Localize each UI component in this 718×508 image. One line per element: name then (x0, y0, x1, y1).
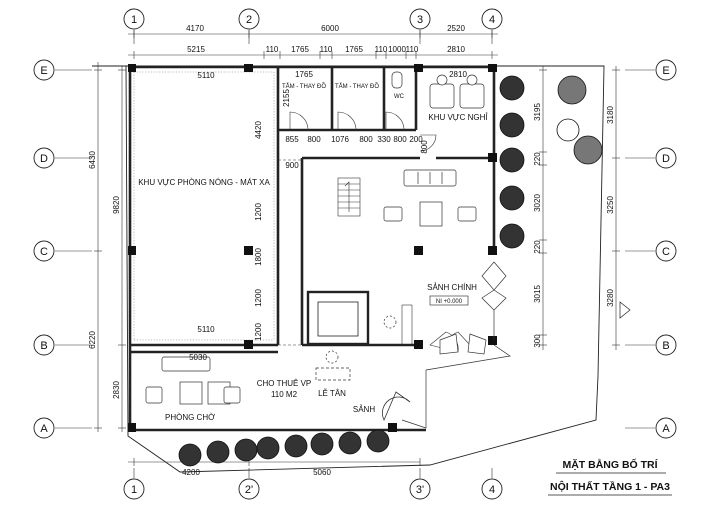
dimension-label: 9820 (112, 196, 121, 214)
room-label-changing: TẮM - THAY ĐỒ (335, 82, 379, 90)
landscape-trees (178, 75, 603, 467)
title-line-1: MẶT BẰNG BỐ TRÍ (562, 457, 658, 471)
grid-label-col-top: 2 (246, 14, 252, 26)
grid-label-row-left: B (40, 340, 47, 352)
dimension-label: 110 (406, 45, 419, 54)
dimension-label: 110 (375, 45, 388, 54)
dimension-label: 2810 (449, 70, 467, 79)
dimension-label: 1765 (345, 45, 363, 54)
room-labels: KHU VỰC PHÒNG NÓNG - MÁT XA TẮM - THAY Đ… (138, 82, 488, 422)
room-label-office-area: 110 M2 (271, 390, 298, 399)
dimension-label: 800 (393, 135, 407, 144)
dimension-label: 900 (285, 161, 299, 170)
dimension-label: 1200 (254, 203, 263, 221)
dimension-label: 1765 (295, 70, 313, 79)
dimension-label: 6220 (88, 331, 97, 349)
dimension-label: 4200 (182, 468, 200, 477)
dimension-label: 200 (409, 135, 423, 144)
grid-label-col-bottom: 1 (131, 484, 137, 496)
dimension-label: 2830 (112, 381, 121, 399)
title-line-2: NỘI THẤT TẦNG 1 - PA3 (550, 480, 670, 493)
section-marker (619, 301, 631, 319)
staircase (337, 177, 361, 217)
room-label-wc: WC (394, 94, 405, 100)
grid-label-row-right: B (662, 340, 669, 352)
grid-label-col-top: 3 (417, 14, 423, 26)
room-label-rest: KHU VỰC NGHỈ (428, 113, 488, 122)
level-tag-text: NI +0.000 (436, 299, 463, 305)
title-block: MẶT BẰNG BỐ TRÍ NỘI THẤT TẦNG 1 - PA3 (548, 457, 672, 496)
interior-dimensions: 5110 5110 5030 1765 2810 2155 4420 900 8… (189, 70, 467, 362)
grid-bubbles (33, 8, 677, 500)
dimension-label: 5060 (313, 468, 331, 477)
dimension-label: 1765 (291, 45, 309, 54)
dimension-label: 6000 (321, 24, 339, 33)
dimension-label: 800 (359, 135, 373, 144)
dimension-label: 800 (420, 140, 429, 154)
dimension-label: 1200 (254, 289, 263, 307)
dimension-label: 300 (533, 334, 542, 348)
site-boundary (92, 65, 605, 473)
dimension-label: 330 (377, 135, 391, 144)
grid-label-row-left: D (40, 153, 48, 165)
dimension-label: 6430 (88, 151, 97, 169)
elevator-shaft (306, 290, 370, 346)
room-label-changing: TẮM - THAY ĐỒ (282, 82, 326, 90)
dimension-label: 1800 (254, 248, 263, 266)
room-label-hall: SẢNH (353, 405, 375, 414)
dimension-label: 3180 (606, 106, 615, 124)
dimension-label: 3250 (606, 196, 615, 214)
dimension-label: 1000 (388, 45, 406, 54)
grid-label-col-bottom: 4 (489, 484, 495, 496)
grid-label-row-right: E (662, 65, 669, 77)
dimension-label: 1076 (331, 135, 349, 144)
dimension-label: 2810 (447, 45, 465, 54)
dimension-label: 1200 (254, 323, 263, 341)
grid-label-row-left: C (40, 246, 48, 258)
dimension-lines (94, 30, 620, 466)
dimension-label: 3015 (533, 285, 542, 303)
dimension-label: 4420 (254, 121, 263, 139)
room-label-reception: LỄ TÂN (318, 389, 346, 398)
grid-label-row-right: C (662, 246, 670, 258)
grid-label-col-top: 4 (489, 14, 495, 26)
dimension-label: 4170 (186, 24, 204, 33)
dimension-label: 855 (285, 135, 299, 144)
grid-label-row-right: A (662, 423, 670, 435)
grid-label-row-right: D (662, 153, 670, 165)
dimension-label: 220 (533, 152, 542, 166)
dimension-label: 110 (266, 45, 279, 54)
dimension-label: 5215 (187, 45, 205, 54)
dimension-text: 4170 6000 2520 5215 110 1765 110 1765 11… (88, 24, 615, 477)
grid-label-row-left: E (40, 65, 47, 77)
partitions (278, 159, 302, 346)
room-label-waiting: PHÒNG CHỜ (165, 413, 215, 422)
dimension-label: 110 (320, 45, 333, 54)
grid-label-col-bottom: 3' (416, 484, 424, 496)
dimension-label: 3280 (606, 289, 615, 307)
grid-label-col-top: 1 (131, 14, 137, 26)
grid-labels: 1 2 3 4 1 2' 3' 4 E D C B A E D C B A (40, 14, 670, 496)
dimension-label: 5110 (197, 71, 215, 80)
dimension-label: 3020 (533, 194, 542, 212)
dimension-label: 5030 (189, 353, 207, 362)
room-label-lobby: SẢNH CHÍNH (427, 283, 477, 292)
dimension-label: 2155 (282, 89, 291, 107)
grid-label-col-bottom: 2' (245, 484, 253, 496)
wall-hatch (133, 71, 275, 341)
room-label-office: CHO THUÊ VP (257, 379, 312, 388)
dimension-label: 800 (307, 135, 321, 144)
dimension-label: 5110 (197, 325, 215, 334)
room-label-massage: KHU VỰC PHÒNG NÓNG - MÁT XA (138, 178, 270, 187)
entry-fins (401, 261, 511, 429)
structural-columns (128, 64, 497, 432)
dimension-label: 3195 (533, 103, 542, 121)
furniture (145, 71, 485, 405)
dimension-label: 220 (533, 240, 542, 254)
dimension-label: 2520 (447, 24, 465, 33)
level-tag: NI +0.000 (429, 295, 469, 306)
grid-label-row-left: A (40, 423, 48, 435)
